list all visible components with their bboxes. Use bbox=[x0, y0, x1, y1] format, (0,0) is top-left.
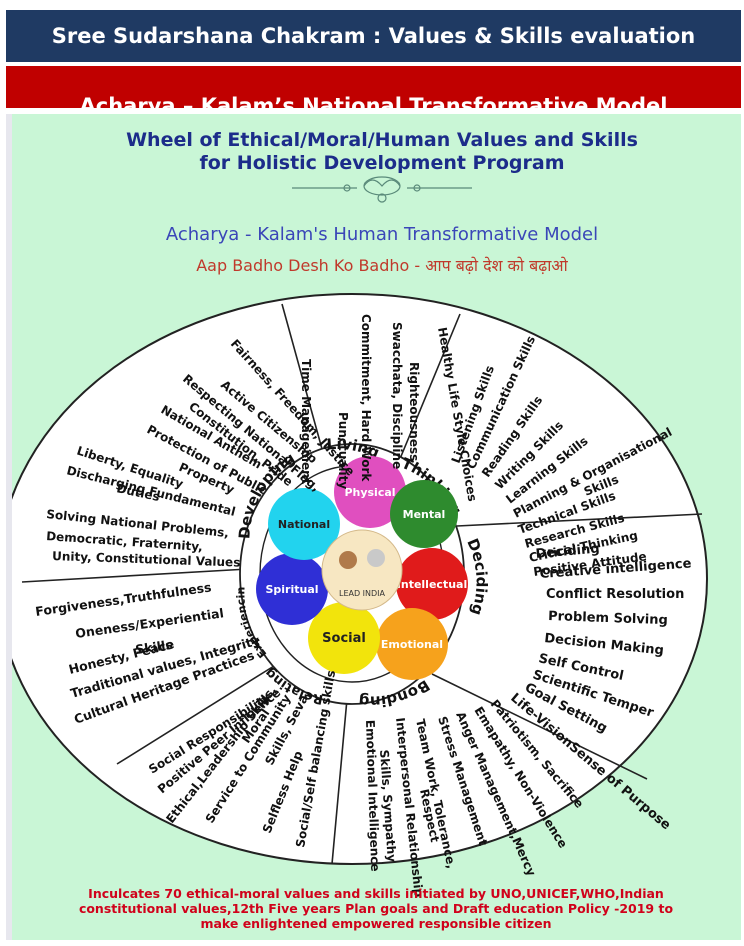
living-item: Righteousness bbox=[407, 362, 421, 461]
circle-spiritual bbox=[256, 553, 328, 625]
circle-physical bbox=[334, 456, 406, 528]
living-item: Punctuality bbox=[336, 412, 350, 489]
center-label: LEAD INDIA bbox=[339, 589, 386, 598]
experiencing-item: Skills bbox=[134, 637, 173, 657]
wheel-poster-svg: Wheel of Ethical/Moral/Human Values and … bbox=[0, 104, 708, 931]
portrait-figure-right bbox=[367, 549, 385, 567]
footer-line1: Inculcates 70 ethical-moral values and s… bbox=[88, 886, 664, 901]
poster-title-line2: for Holistic Development Program bbox=[199, 152, 564, 174]
deciding-item: Deciding bbox=[535, 541, 600, 562]
portrait-figure-left bbox=[339, 551, 357, 569]
circle-mental-label: Mental bbox=[403, 508, 446, 521]
circle-emotional bbox=[376, 608, 448, 680]
page-title: Sree Sudarshana Chakram : Values & Skill… bbox=[51, 24, 696, 48]
ornament-divider bbox=[292, 176, 472, 203]
footer-line2: constitutional values,12th Five years Pl… bbox=[79, 901, 674, 916]
footer-line3: make enlightened empowered responsible c… bbox=[200, 916, 551, 931]
living-item: Commitment, Hard Work bbox=[359, 314, 373, 482]
circle-mental bbox=[390, 480, 458, 548]
bonding-item: Emotional Intelligence bbox=[363, 720, 382, 872]
deciding-item: Problem Solving bbox=[548, 609, 668, 628]
developing-item: Unity, Constitutional Values bbox=[52, 549, 241, 570]
slogan: Aap Badho Desh Ko Badho - आप बढ़ो देश को… bbox=[196, 256, 568, 275]
top-strip bbox=[0, 0, 744, 10]
circle-intellectual bbox=[396, 548, 468, 620]
circle-social bbox=[308, 602, 380, 674]
page-subtitle: Acharya – Kalam’s National Transformativ… bbox=[79, 94, 668, 108]
poster: Wheel of Ethical/Moral/Human Values and … bbox=[0, 104, 741, 940]
model-name: Acharya - Kalam's Human Transformative M… bbox=[166, 224, 598, 245]
circle-national bbox=[268, 488, 340, 560]
poster-title-line1: Wheel of Ethical/Moral/Human Values and … bbox=[126, 129, 638, 151]
living-item: Time Management bbox=[299, 359, 313, 485]
circle-intellectual-label: Intellectual bbox=[397, 578, 467, 591]
circle-emotional-label: Emotional bbox=[381, 638, 443, 651]
circle-social-label: Social bbox=[322, 631, 366, 646]
center-portrait bbox=[321, 529, 403, 611]
subtitle-banner: Acharya – Kalam’s National Transformativ… bbox=[6, 66, 741, 108]
wheel-spokes bbox=[21, 303, 703, 865]
segment-living: Time Management Punctuality Commitment, … bbox=[299, 314, 421, 489]
circle-spiritual-label: Spiritual bbox=[265, 583, 318, 596]
title-banner: Sree Sudarshana Chakram : Values & Skill… bbox=[6, 10, 741, 62]
circle-national-label: National bbox=[278, 518, 330, 531]
value-circles: Physical Mental Intellectual Emotional S… bbox=[256, 456, 468, 680]
deciding-item: Conflict Resolution bbox=[546, 587, 684, 602]
circle-physical-label: Physical bbox=[344, 486, 395, 499]
living-item: Swacchata, Discipline bbox=[390, 322, 404, 469]
footer-text: Inculcates 70 ethical-moral values and s… bbox=[79, 886, 674, 931]
